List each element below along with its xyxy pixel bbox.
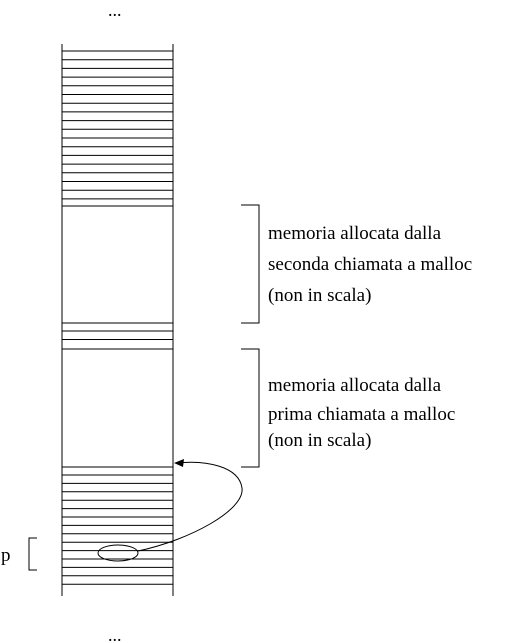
second-block-bracket [241,204,260,324]
first-block-label-line-3: (non in scala) [268,430,371,451]
pointer-arrowhead [174,459,184,467]
memory-cells-top [62,50,173,200]
first-block-label-line-1: memoria allocata dalla [268,375,442,396]
pointer-label: p [1,545,11,566]
top-ellipsis: ... [108,0,122,20]
first-block-bracket [241,348,260,468]
pointer-arrow [137,461,243,552]
pointer-value-ellipse [97,544,139,562]
first-block-label-line-2: prima chiamata a malloc [268,404,455,425]
bottom-ellipsis: ... [108,625,122,643]
pointer-bracket [28,537,37,571]
second-block-label-line-1: memoria allocata dalla [268,223,442,244]
second-block-label-line-3: (non in scala) [268,285,371,306]
memory-cells-middle [62,330,173,340]
memory-cells-bottom [62,474,173,585]
second-block-label-line-2: seconda chiamata a malloc [268,254,472,275]
